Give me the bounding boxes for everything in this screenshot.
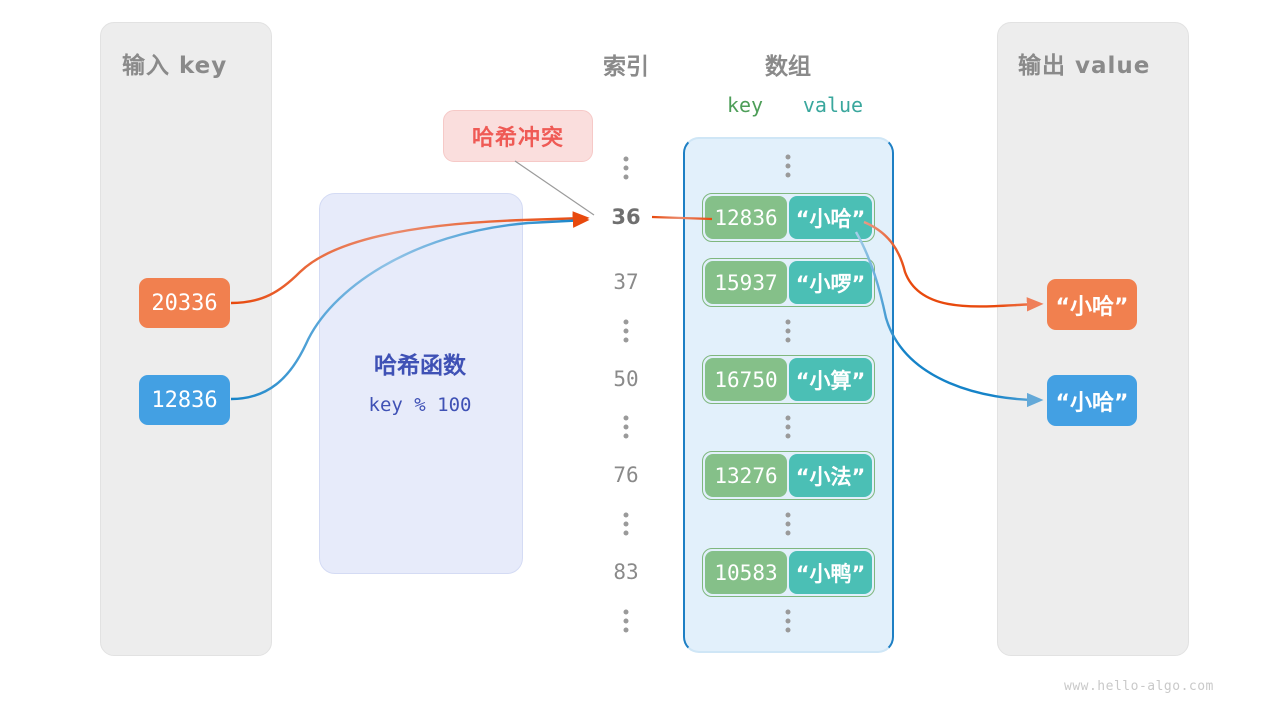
entry-value-cell: “小鸭” [789, 551, 872, 594]
entry-value-cell: “小啰” [789, 261, 872, 304]
entry-value-cell: “小哈” [789, 196, 872, 239]
key-column-heading: key [726, 93, 764, 117]
index-label-36: 36 [611, 205, 641, 229]
index-ellipsis [623, 156, 629, 180]
array-entry: 10583“小鸭” [702, 548, 875, 597]
index-label-83: 83 [613, 560, 639, 584]
array-column-heading: 数组 [765, 54, 811, 80]
input-panel-title: 输入 key [122, 53, 228, 79]
array-entry: 16750“小算” [702, 355, 875, 404]
index-label-76: 76 [613, 463, 639, 487]
entry-key-cell: 10583 [705, 551, 787, 594]
entry-key-cell: 16750 [705, 358, 787, 401]
output-panel [997, 22, 1189, 656]
input-key-chip-1: 12836 [139, 375, 230, 425]
entry-key-cell: 13276 [705, 454, 787, 497]
entry-key-cell: 15937 [705, 261, 787, 304]
value-column-heading: value [802, 93, 864, 117]
array-entry: 15937“小啰” [702, 258, 875, 307]
array-ellipsis [785, 154, 791, 178]
output-value-chip-0: “小哈” [1047, 279, 1137, 330]
array-ellipsis [785, 319, 791, 343]
array-ellipsis [785, 609, 791, 633]
output-value-chip-1: “小哈” [1047, 375, 1137, 426]
input-panel [100, 22, 272, 656]
array-ellipsis [785, 415, 791, 439]
index-ellipsis [623, 609, 629, 633]
hash-function-formula: key % 100 [368, 394, 472, 416]
index-ellipsis [623, 415, 629, 439]
entry-key-cell: 12836 [705, 196, 787, 239]
array-entry: 12836“小哈” [702, 193, 875, 242]
index-ellipsis [623, 319, 629, 343]
hash-function-box [319, 193, 523, 574]
array-entry: 13276“小法” [702, 451, 875, 500]
input-key-chip-0: 20336 [139, 278, 230, 328]
index-label-50: 50 [613, 367, 639, 391]
entry-value-cell: “小法” [789, 454, 872, 497]
index-label-37: 37 [613, 270, 639, 294]
hash-collision-label: 哈希冲突 [443, 110, 593, 162]
index-ellipsis [623, 512, 629, 536]
watermark: www.hello-algo.com [1064, 679, 1214, 694]
array-ellipsis [785, 512, 791, 536]
entry-value-cell: “小算” [789, 358, 872, 401]
output-panel-title: 输出 value [1018, 53, 1151, 79]
hash-function-title: 哈希函数 [374, 353, 466, 379]
index-column-heading: 索引 [603, 54, 649, 80]
